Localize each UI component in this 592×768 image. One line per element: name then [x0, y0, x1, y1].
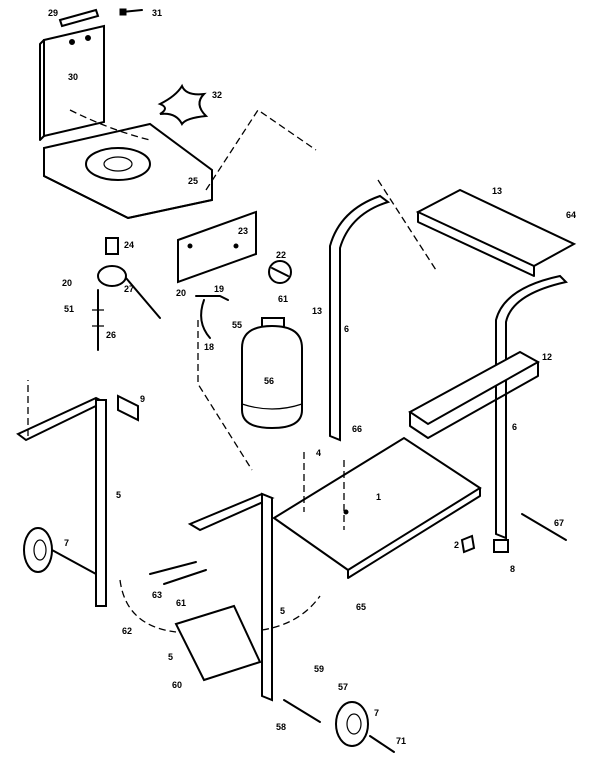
label-13b: 13 — [492, 186, 502, 196]
wheel-left — [23, 527, 97, 575]
label-57: 57 — [338, 682, 348, 692]
condiment-tray — [408, 350, 541, 439]
part-labels: 29 31 30 32 25 23 24 22 20 27 20 19 61 1… — [48, 8, 576, 746]
axle-bracket — [174, 604, 262, 682]
label-61a: 61 — [278, 294, 288, 304]
gas-valve-assembly — [92, 237, 161, 351]
label-5b: 5 — [280, 606, 285, 616]
label-9: 9 — [140, 394, 145, 404]
label-5c: 5 — [168, 652, 173, 662]
center-leg-frame — [187, 492, 275, 702]
label-6a: 6 — [344, 324, 349, 334]
label-31: 31 — [152, 8, 162, 18]
label-20b: 20 — [176, 288, 186, 298]
propane-tank — [241, 317, 303, 430]
label-59: 59 — [314, 664, 324, 674]
label-64: 64 — [566, 210, 576, 220]
label-1: 1 — [376, 492, 381, 502]
label-20a: 20 — [62, 278, 72, 288]
label-7a: 7 — [64, 538, 69, 548]
control-knob — [268, 260, 292, 284]
label-8: 8 — [510, 564, 515, 574]
hardware-bolts — [149, 513, 567, 723]
label-18: 18 — [204, 342, 214, 352]
side-shelf — [377, 179, 577, 277]
right-rear-leg — [329, 194, 391, 442]
right-front-leg — [495, 274, 568, 540]
label-27: 27 — [124, 284, 134, 294]
wheel-right — [335, 701, 395, 753]
heat-shield-plate — [39, 8, 105, 141]
bracket-9 — [117, 394, 139, 422]
label-6b: 6 — [512, 422, 517, 432]
label-29: 29 — [48, 8, 58, 18]
label-61b: 61 — [176, 598, 186, 608]
label-12: 12 — [542, 352, 552, 362]
control-panel — [177, 210, 257, 284]
label-25: 25 — [188, 176, 198, 186]
label-19: 19 — [214, 284, 224, 294]
label-13a: 13 — [312, 306, 322, 316]
assembly-guide-lines — [119, 109, 345, 633]
label-66: 66 — [352, 424, 362, 434]
regulator-hose — [195, 295, 229, 339]
burner — [157, 83, 209, 126]
label-71: 71 — [396, 736, 406, 746]
label-7b: 7 — [374, 708, 379, 718]
label-58: 58 — [276, 722, 286, 732]
label-55: 55 — [232, 320, 242, 330]
firebox-housing — [43, 109, 213, 220]
label-62: 62 — [122, 626, 132, 636]
label-56: 56 — [264, 376, 274, 386]
bottom-shelf — [272, 436, 482, 579]
label-60: 60 — [172, 680, 182, 690]
label-67: 67 — [554, 518, 564, 528]
label-2: 2 — [454, 540, 459, 550]
label-26: 26 — [106, 330, 116, 340]
label-63: 63 — [152, 590, 162, 600]
label-32: 32 — [212, 90, 222, 100]
label-24: 24 — [124, 240, 134, 250]
label-51: 51 — [64, 304, 74, 314]
label-5a: 5 — [116, 490, 121, 500]
left-leg-frame — [16, 380, 107, 607]
screw-31 — [119, 8, 143, 16]
label-22: 22 — [276, 250, 286, 260]
label-4: 4 — [316, 448, 321, 458]
label-30: 30 — [68, 72, 78, 82]
label-65: 65 — [356, 602, 366, 612]
label-23: 23 — [238, 226, 248, 236]
